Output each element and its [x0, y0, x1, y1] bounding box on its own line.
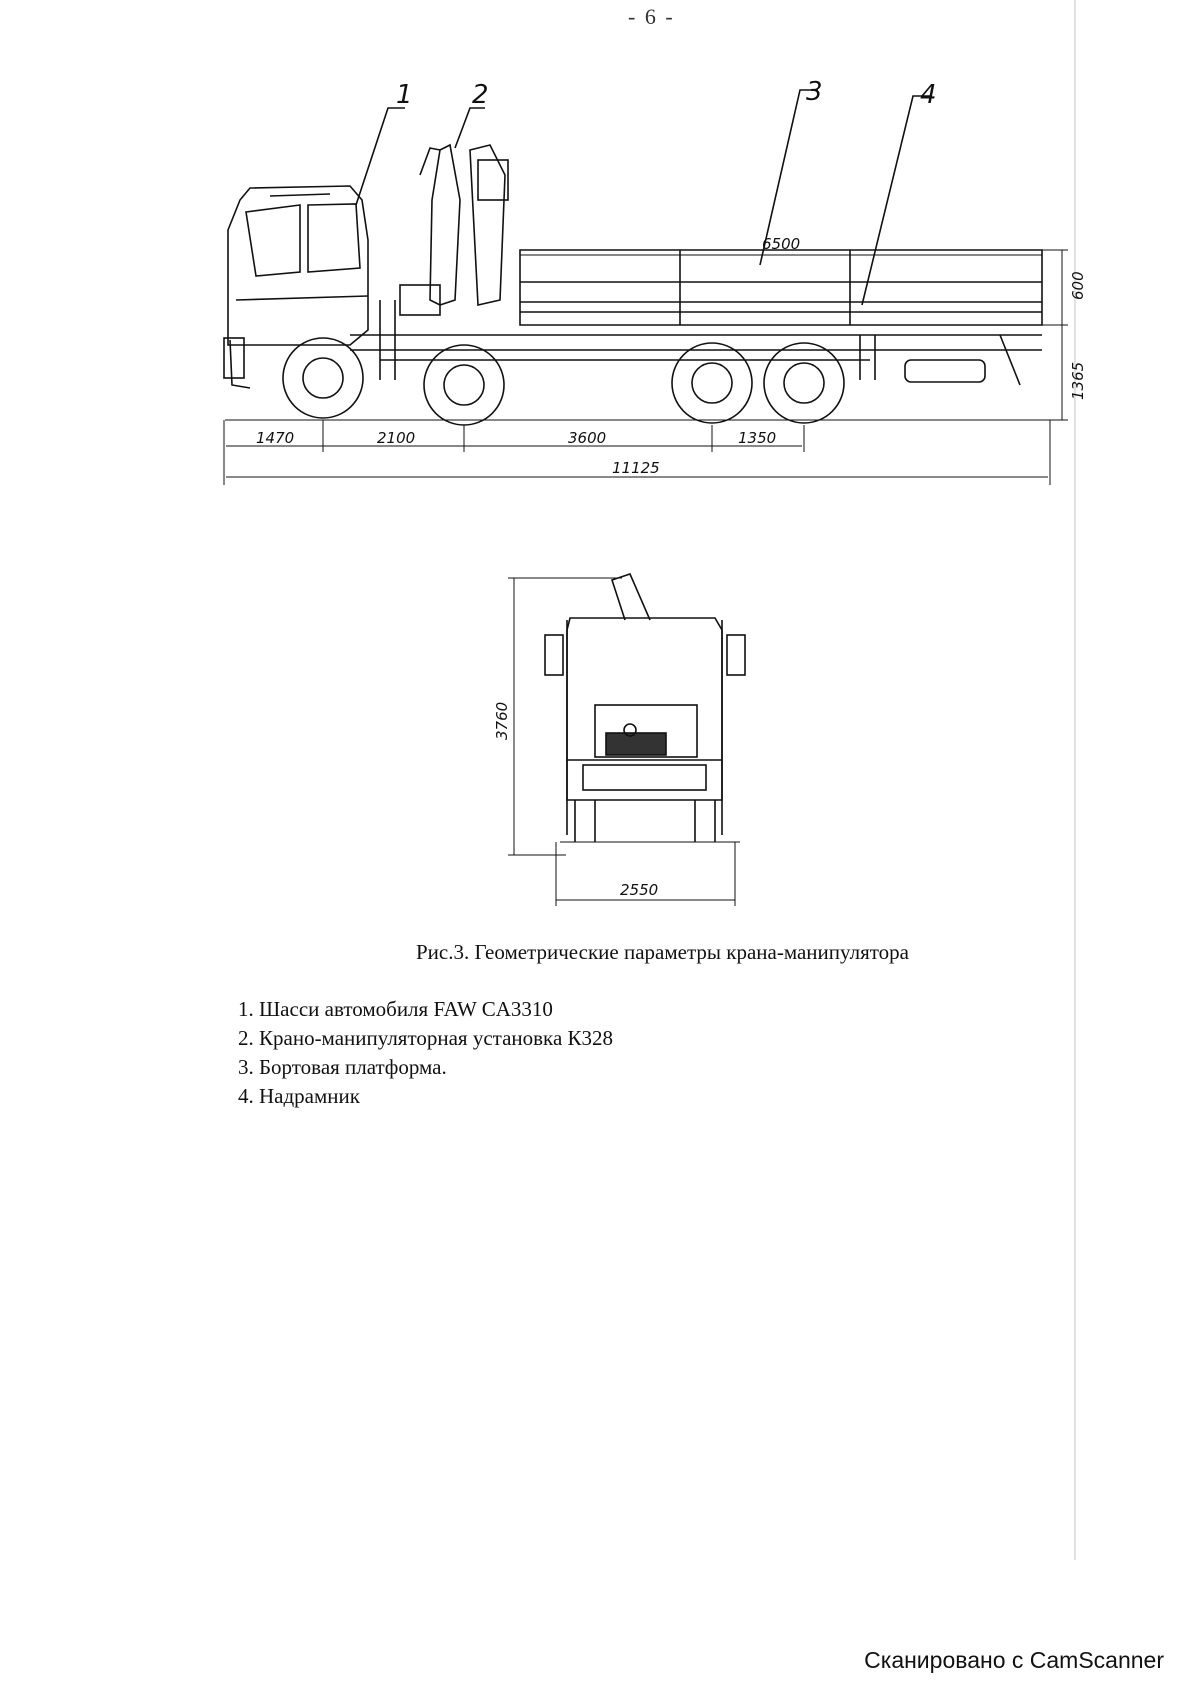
- callout-1: 1: [396, 80, 413, 110]
- dim-width: 2550: [620, 881, 658, 899]
- scan-edge: [1074, 0, 1076, 1560]
- legend-item: 3. Бортовая платформа.: [238, 1055, 447, 1079]
- camscanner-watermark: Сканировано с CamScanner: [864, 1647, 1164, 1673]
- legend-item: 4. Надрамник: [238, 1084, 360, 1108]
- page-number: - 6 -: [628, 4, 675, 29]
- front-view-dimensions: [508, 577, 736, 906]
- front-view: [544, 573, 746, 843]
- side-view: [223, 89, 1050, 426]
- dim-wheelbase-3: 1350: [738, 429, 776, 447]
- dim-front-overhang: 1470: [256, 429, 294, 447]
- callout-3: 3: [806, 77, 823, 107]
- dim-overall-length: 11125: [612, 459, 660, 477]
- legend-item: 2. Крано-манипуляторная установка К328: [238, 1026, 614, 1050]
- dim-height: 3760: [493, 702, 511, 740]
- dim-platform-length: 6500: [762, 235, 800, 253]
- callout-4: 4: [920, 80, 937, 110]
- dim-platform-height: 1365: [1069, 362, 1087, 400]
- legend-item: 1. Шасси автомобиля FAW CA3310: [238, 997, 553, 1021]
- truck-drawing: 1 2 3 4 6500 600 1365 1470 2100 3600 135…: [223, 77, 1087, 906]
- dim-wheelbase-1: 2100: [377, 429, 415, 447]
- side-view-dimensions: [223, 249, 1068, 485]
- callout-2: 2: [472, 80, 489, 110]
- legend-list: 1. Шасси автомобиля FAW CA3310 2. Крано-…: [238, 995, 613, 1111]
- dim-side-height: 600: [1069, 271, 1087, 300]
- dim-wheelbase-2: 3600: [568, 429, 606, 447]
- figure-caption: Рис.3. Геометрические параметры крана-ма…: [416, 940, 909, 964]
